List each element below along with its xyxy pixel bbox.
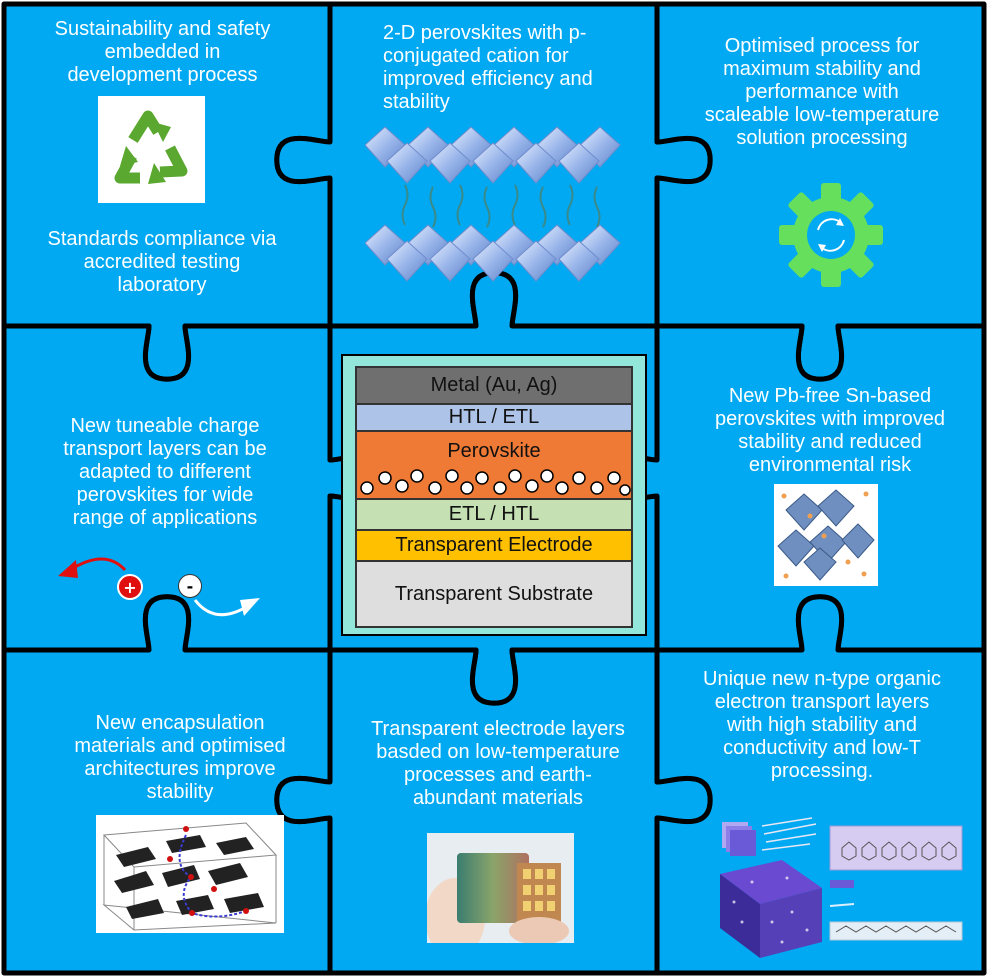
text-line: transport layers can be bbox=[63, 438, 267, 460]
layer-etl-htl: ETL / HTL bbox=[357, 500, 631, 531]
text-line: scaleable low-temperature bbox=[704, 104, 940, 126]
plus-sign: + bbox=[123, 577, 137, 597]
text-line: New Pb-free Sn-based bbox=[728, 385, 932, 407]
layer-label: Metal (Au, Ag) bbox=[430, 374, 558, 396]
bottom-right-text: Unique new n-type organic electron trans… bbox=[672, 668, 972, 783]
top-left-text-bottom: Standards compliance via accredited test… bbox=[22, 228, 302, 297]
white-arrow-icon bbox=[193, 599, 249, 617]
layer-label: Transparent Substrate bbox=[394, 582, 594, 605]
text-line: laboratory bbox=[117, 274, 207, 296]
stacked-sheets-icon bbox=[722, 822, 756, 856]
text-line: embedded in bbox=[104, 41, 221, 63]
nanoparticles-image bbox=[360, 469, 631, 496]
charge-transfer-arrows bbox=[58, 557, 260, 617]
crystal-lattice-image bbox=[774, 484, 878, 586]
organic-etl-image bbox=[712, 812, 967, 960]
mid-right-text: New Pb-free Sn-based perovskites with im… bbox=[690, 385, 970, 477]
bottom-left-text: New encapsulation materials and optimise… bbox=[45, 712, 315, 804]
text-line: conjugated cation for bbox=[383, 45, 569, 67]
text-line: Optimised process for bbox=[724, 35, 920, 57]
text-line: Transparent electrode layers bbox=[371, 718, 625, 740]
text-line: performance with bbox=[745, 81, 899, 103]
layer-transparent-substrate: Transparent Substrate bbox=[357, 562, 631, 626]
layer-label: HTL / ETL bbox=[448, 406, 540, 428]
layer-label: Transparent Electrode bbox=[395, 534, 593, 556]
text-line: solution processing bbox=[736, 127, 908, 149]
top-mid-text: 2-D perovskites with p- conjugated catio… bbox=[383, 22, 643, 114]
device-stack-inner: Metal (Au, Ag) HTL / ETL Perovskite ETL … bbox=[355, 366, 633, 628]
nanofiber-icon bbox=[761, 817, 817, 851]
text-line: maximum stability and bbox=[723, 58, 921, 80]
text-line: improved efficiency and bbox=[383, 68, 593, 90]
text-line: perovskites with improved bbox=[714, 408, 946, 430]
top-right-text: Optimised process for maximum stability … bbox=[672, 35, 972, 150]
text-line: processes and earth- bbox=[404, 764, 592, 786]
text-line: 2-D perovskites with p- bbox=[383, 22, 587, 44]
text-line: conductivity and low-T bbox=[723, 737, 921, 759]
text-line: New encapsulation bbox=[95, 712, 265, 734]
white-arrow-head-icon bbox=[240, 598, 260, 616]
text-line: Sustainability and safety bbox=[54, 18, 271, 40]
text-line: stability bbox=[146, 781, 214, 803]
minus-sign: - bbox=[186, 576, 194, 596]
text-line: materials and optimised bbox=[74, 735, 286, 757]
layer-label: ETL / HTL bbox=[448, 503, 540, 525]
negative-charge-icon: - bbox=[178, 574, 202, 598]
mid-left-text: New tuneable charge transport layers can… bbox=[20, 415, 310, 530]
text-line: range of applications bbox=[72, 507, 258, 529]
gear-icon bbox=[779, 183, 883, 287]
electrode-photo bbox=[427, 833, 574, 943]
red-arrow-icon bbox=[69, 557, 127, 572]
positive-charge-icon: + bbox=[117, 574, 143, 600]
text-line: Standards compliance via bbox=[47, 228, 277, 250]
text-line: accredited testing bbox=[83, 251, 241, 273]
text-line: development process bbox=[67, 64, 258, 86]
text-line: perovskites for wide bbox=[76, 484, 254, 506]
text-line: New tuneable charge bbox=[70, 415, 260, 437]
text-line: stability bbox=[383, 91, 450, 113]
top-left-text-top: Sustainability and safety embedded in de… bbox=[20, 18, 305, 87]
porous-film-icon bbox=[720, 860, 822, 958]
text-line: architectures improve bbox=[84, 758, 276, 780]
text-line: with high stability and bbox=[726, 714, 918, 736]
encapsulation-image bbox=[96, 815, 284, 933]
text-line: processing. bbox=[770, 760, 874, 782]
recycle-icon bbox=[98, 96, 205, 203]
layer-transparent-electrode: Transparent Electrode bbox=[357, 531, 631, 562]
text-line: adapted to different bbox=[79, 461, 251, 483]
text-line: abundant materials bbox=[412, 787, 584, 809]
text-line: basded on low-temperature bbox=[376, 741, 620, 763]
layer-htl-etl: HTL / ETL bbox=[357, 405, 631, 432]
polymer-chain-box bbox=[829, 921, 963, 941]
text-line: electron transport layers bbox=[714, 691, 930, 713]
perovskite-octahedra-image bbox=[365, 126, 621, 282]
red-arrow-head-icon bbox=[58, 560, 78, 578]
device-stack: Metal (Au, Ag) HTL / ETL Perovskite ETL … bbox=[341, 354, 647, 636]
text-line: Unique new n-type organic bbox=[703, 668, 941, 690]
text-line: stability and reduced bbox=[738, 431, 922, 453]
text-line: environmental risk bbox=[748, 454, 912, 476]
bottom-mid-text: Transparent electrode layers basded on l… bbox=[350, 718, 646, 810]
layer-metal: Metal (Au, Ag) bbox=[357, 368, 631, 405]
layer-label: Perovskite bbox=[447, 440, 541, 462]
